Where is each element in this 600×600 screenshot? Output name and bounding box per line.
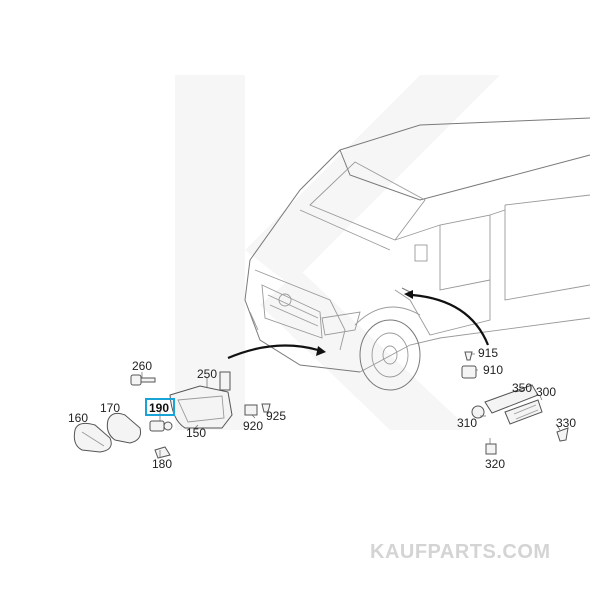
selected-part-highlight[interactable] [145,398,175,416]
bracket-250[interactable] [219,371,231,391]
fog-lamp-trim-170[interactable] [106,412,141,444]
bulb-socket-190[interactable] [149,420,173,432]
part-number-190[interactable]: 190 [149,401,169,415]
screw-260[interactable] [130,374,156,386]
screw-330[interactable] [556,427,569,442]
part-number-160[interactable]: 160 [68,411,88,425]
part-number-260[interactable]: 260 [132,359,152,373]
watermark-text: KAUFPARTS.COM [370,541,551,563]
side-marker-lens-300[interactable] [504,399,543,425]
part-number-320[interactable]: 320 [485,457,505,471]
part-number-350[interactable]: 350 [512,381,532,395]
locator-arrows [227,290,490,360]
part-number-330[interactable]: 330 [556,416,576,430]
part-number-300[interactable]: 300 [536,385,556,399]
van-outline [244,117,591,391]
logo-watermark-icon [175,75,500,430]
part-number-925[interactable]: 925 [266,409,286,423]
part-number-915[interactable]: 915 [478,346,498,360]
socket-910[interactable] [461,365,477,379]
clip-320[interactable] [485,443,497,455]
fog-lamp-lens-160[interactable] [73,422,112,453]
part-number-910[interactable]: 910 [483,363,503,377]
part-number-180[interactable]: 180 [152,457,172,471]
side-marker-housing-350[interactable] [484,384,539,414]
fog-lamp-housing-150[interactable] [169,385,233,429]
screw-915[interactable] [464,351,473,361]
part-number-170[interactable]: 170 [100,401,120,415]
part-number-310[interactable]: 310 [457,416,477,430]
part-number-150[interactable]: 150 [186,426,206,440]
clip-180[interactable] [154,446,171,459]
leader-lines [141,353,561,458]
connector-920[interactable] [244,404,258,416]
part-number-920[interactable]: 920 [243,419,263,433]
part-number-250[interactable]: 250 [197,367,217,381]
bulb-310[interactable] [471,405,485,419]
